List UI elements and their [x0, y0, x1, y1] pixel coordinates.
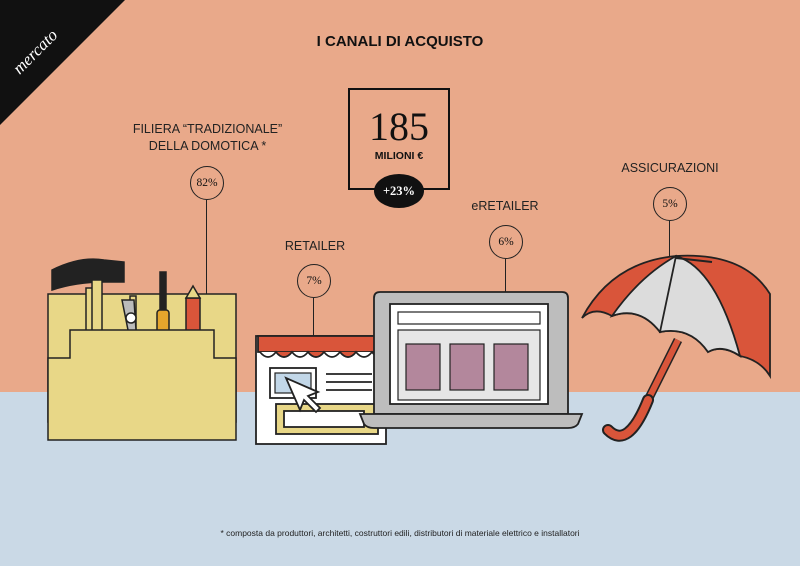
share-circle-eretailer: 6% [489, 225, 523, 259]
leader-line-traditional [206, 200, 208, 300]
channel-label-retailer: RETAILER [284, 239, 346, 253]
growth-badge: +23% [374, 174, 424, 208]
corner-ribbon [0, 0, 125, 125]
toolbox-icon [47, 258, 237, 441]
channel-label-insurance: ASSICURAZIONI [621, 161, 719, 175]
umbrella-icon [581, 254, 771, 442]
share-circle-insurance: 5% [653, 187, 687, 221]
share-circle-traditional: 82% [190, 166, 224, 200]
share-circle-retailer: 7% [297, 264, 331, 298]
footnote: * composta da produttori, architetti, co… [220, 528, 580, 538]
total-unit: MILIONI € [374, 150, 424, 162]
page-title: I CANALI DI ACQUISTO [316, 33, 484, 50]
leader-line-retailer [313, 298, 315, 336]
channel-label-eretailer: eRETAILER [471, 199, 539, 213]
total-value: 185 [369, 104, 429, 149]
channel-label-traditional: FILIERA “TRADIZIONALE” DELLA DOMOTICA * [132, 122, 283, 153]
leader-line-insurance [669, 221, 671, 259]
leader-line-eretailer [505, 259, 507, 295]
laptop-shop-icon [358, 291, 584, 429]
